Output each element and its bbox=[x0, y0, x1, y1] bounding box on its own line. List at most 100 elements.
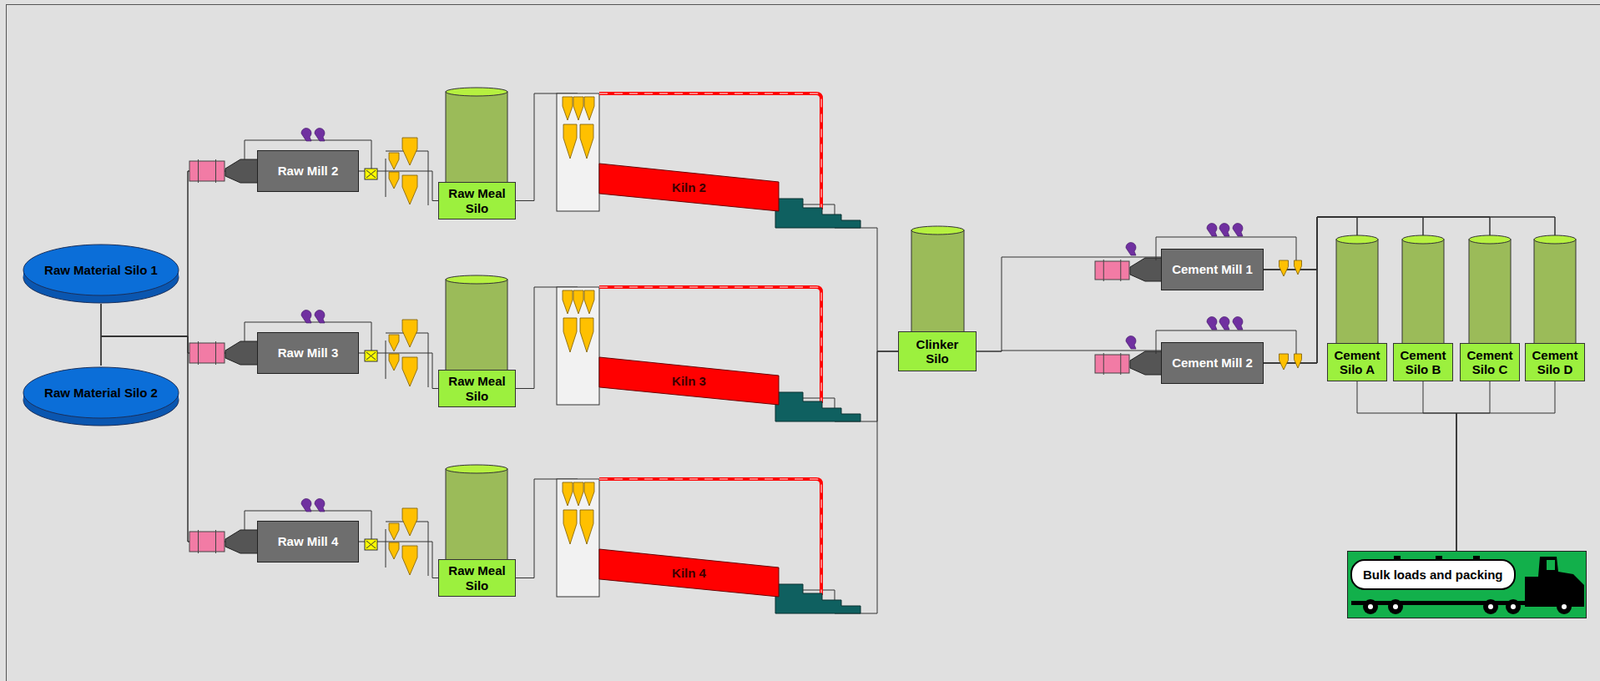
node-label: Cement Silo D bbox=[1530, 348, 1579, 378]
silo-roof bbox=[1468, 235, 1511, 244]
kiln-line bbox=[556, 479, 861, 614]
gearbox-symbol bbox=[1130, 257, 1162, 282]
raw-meal-silo bbox=[445, 464, 508, 563]
node-label: Raw Meal Silo bbox=[444, 563, 510, 593]
raw-mill-equipment bbox=[189, 499, 429, 576]
node-label: Raw Material Silo 2 bbox=[44, 385, 158, 400]
cyclone-symbol bbox=[402, 508, 418, 536]
cyclone-symbol bbox=[388, 523, 399, 541]
silo-roof bbox=[445, 464, 508, 474]
motor-band bbox=[197, 529, 199, 554]
cyclone-symbol bbox=[580, 509, 594, 545]
air-line bbox=[385, 158, 387, 197]
conveyor-line bbox=[1423, 381, 1457, 551]
cyclone-symbol bbox=[573, 482, 584, 506]
conveyor-line bbox=[976, 350, 1161, 352]
silo-label-box: Cement Silo B bbox=[1393, 343, 1453, 382]
silo-roof bbox=[1402, 235, 1444, 244]
fan-symbol bbox=[1232, 317, 1243, 330]
silo-label-box: Cement Silo C bbox=[1459, 343, 1520, 382]
wheel-hub bbox=[1393, 604, 1399, 610]
fan-symbol bbox=[1219, 223, 1230, 237]
air-line bbox=[428, 521, 430, 576]
node-label: Kiln 2 bbox=[671, 180, 707, 195]
valve-cross bbox=[366, 352, 376, 360]
silo-roof bbox=[911, 226, 965, 235]
cyclone-symbol bbox=[388, 542, 399, 560]
cement-silo bbox=[1402, 235, 1444, 346]
cyclone-symbol bbox=[388, 152, 399, 170]
truck-wheel bbox=[1362, 599, 1378, 615]
rotary-valve bbox=[364, 168, 378, 180]
motor-symbol bbox=[1095, 354, 1130, 374]
rotary-valve bbox=[364, 350, 378, 362]
clinker-cooler bbox=[775, 392, 861, 422]
truck-tank-label: Bulk loads and packing bbox=[1350, 559, 1516, 591]
fan-symbol bbox=[1206, 317, 1217, 330]
cyclone-symbol bbox=[562, 96, 573, 121]
truck-wheel bbox=[1556, 599, 1572, 615]
kiln-line bbox=[556, 93, 861, 228]
motor-symbol bbox=[189, 531, 225, 552]
cyclone-symbol bbox=[580, 124, 594, 159]
motor-band bbox=[1120, 259, 1121, 282]
motor-band bbox=[1120, 353, 1121, 375]
gearbox-symbol bbox=[225, 341, 258, 365]
node-label: Kiln 4 bbox=[671, 565, 707, 581]
mill-box: Raw Mill 3 bbox=[257, 332, 359, 374]
cyclone-symbol bbox=[584, 290, 595, 314]
silo-body bbox=[1336, 239, 1378, 346]
node-label: Raw Mill 3 bbox=[277, 345, 339, 360]
fan-symbol bbox=[1232, 223, 1243, 237]
air-line bbox=[385, 529, 387, 568]
valve-cross bbox=[366, 540, 376, 549]
conveyor-line bbox=[976, 257, 1161, 352]
node-label: Clinker Silo bbox=[903, 337, 971, 367]
mill-box: Raw Mill 4 bbox=[257, 520, 359, 563]
fan-symbol bbox=[1125, 336, 1136, 349]
valve-cross bbox=[366, 170, 376, 178]
cab-window bbox=[1546, 560, 1555, 571]
cyclone-symbol bbox=[563, 509, 577, 545]
node-label: Cement Silo C bbox=[1465, 348, 1514, 378]
motor-band bbox=[1103, 353, 1105, 375]
storage-silo: Raw Material Silo 1 bbox=[22, 242, 180, 304]
cyclone-symbol bbox=[1279, 353, 1289, 370]
silo-body bbox=[445, 91, 508, 186]
truck-symbol bbox=[1351, 555, 1585, 615]
silo-body bbox=[445, 279, 508, 374]
mill-box: Cement Mill 1 bbox=[1160, 248, 1264, 291]
fan-symbol bbox=[301, 128, 312, 142]
clinker-cooler bbox=[775, 584, 861, 614]
clinker-silo bbox=[911, 226, 965, 334]
node-label: Raw Mill 2 bbox=[277, 163, 339, 178]
kiln-shell bbox=[599, 357, 779, 405]
cement-silo bbox=[1468, 235, 1511, 346]
rotary-kiln: Kiln 3 bbox=[599, 357, 779, 405]
conveyor-line bbox=[100, 336, 258, 542]
node-label: Cement Mill 1 bbox=[1171, 262, 1253, 277]
cyclone-symbol bbox=[562, 290, 573, 314]
motor-symbol bbox=[1095, 261, 1130, 280]
cyclone-symbol bbox=[580, 317, 594, 353]
truck-wheel bbox=[1505, 599, 1521, 615]
motor-symbol bbox=[189, 343, 225, 364]
fan-symbol bbox=[314, 128, 325, 142]
cyclone-symbol bbox=[388, 353, 399, 371]
wheel-hub bbox=[1510, 604, 1516, 610]
motor-band bbox=[215, 341, 217, 365]
cyclone-symbol bbox=[573, 96, 584, 121]
fan-symbol bbox=[314, 499, 325, 512]
cyclone-symbol bbox=[562, 482, 573, 506]
silo-body bbox=[1468, 239, 1511, 346]
node-label: Raw Meal Silo bbox=[444, 373, 510, 404]
silo-roof bbox=[445, 87, 508, 96]
mill-box: Cement Mill 2 bbox=[1160, 342, 1264, 384]
cyclone-symbol bbox=[1294, 353, 1303, 369]
conveyor-line bbox=[1456, 381, 1555, 551]
node-label: Cement Silo B bbox=[1398, 348, 1447, 378]
node-label: Cement Silo A bbox=[1332, 348, 1381, 378]
fan-symbol bbox=[1206, 223, 1217, 237]
wheel-hub bbox=[1561, 604, 1567, 610]
cyclone-symbol bbox=[388, 334, 399, 352]
